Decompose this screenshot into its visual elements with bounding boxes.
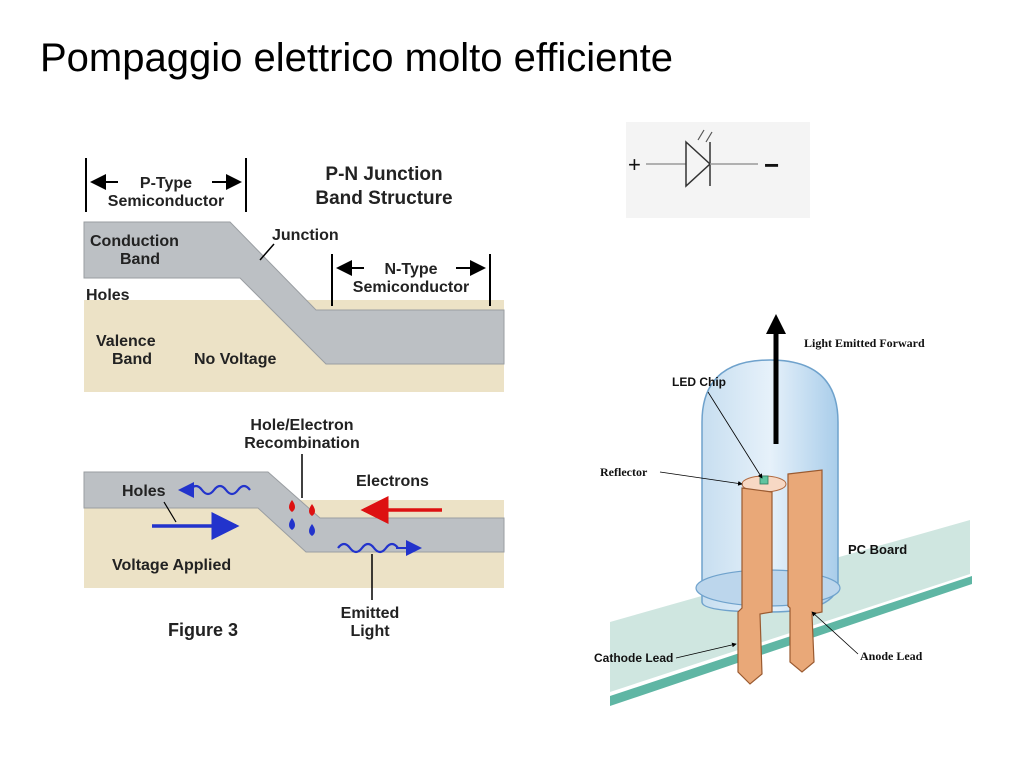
slide-title: Pompaggio elettrico molto efficiente <box>40 36 673 80</box>
pn-junction-band-diagram: P-Type Semiconductor P-N Junction Band S… <box>83 158 505 640</box>
emitted-light-wave <box>337 542 399 554</box>
p-type-label: P-Type <box>140 175 192 192</box>
n-type-semiconductor-label: Semiconductor <box>353 279 469 296</box>
conduction-band-label-2: Band <box>120 251 160 268</box>
holes-bottom-label: Holes <box>122 483 166 500</box>
p-type-bracket <box>85 158 247 212</box>
valence-band-label-2: Band <box>112 351 152 368</box>
light-emitted-label: Light Emitted Forward <box>804 336 925 350</box>
valence-band-label: Valence <box>96 333 156 350</box>
holes-wave <box>189 484 251 496</box>
top-conduction-band <box>83 221 505 365</box>
recombination-particles <box>289 500 315 536</box>
minus-sign: − <box>764 150 779 180</box>
led-chip-die <box>759 475 769 485</box>
led-chip-label: LED Chip <box>672 375 726 389</box>
emitted-light-label-2: Light <box>350 623 390 640</box>
band-structure-title-line1: P-N Junction <box>325 164 442 185</box>
junction-label: Junction <box>272 227 339 244</box>
recombination-label-2: Recombination <box>244 435 360 452</box>
anode-lead-label: Anode Lead <box>860 649 923 663</box>
voltage-applied-label: Voltage Applied <box>112 557 231 574</box>
band-structure-title-line2: Band Structure <box>315 188 452 209</box>
recombination-label: Hole/Electron <box>250 417 353 434</box>
figure-caption: Figure 3 <box>168 620 238 640</box>
led-construction-diagram: Light Emitted Forward LED Chip Reflector… <box>594 314 972 706</box>
electrons-label: Electrons <box>356 473 429 490</box>
cathode-lead-label: Cathode Lead <box>594 651 673 665</box>
plus-sign: + <box>628 152 641 177</box>
pc-board-label: PC Board <box>848 542 907 557</box>
conduction-band-label: Conduction <box>90 233 179 250</box>
reflector-label: Reflector <box>600 465 648 479</box>
no-voltage-label: No Voltage <box>194 351 276 368</box>
holes-pointer <box>163 501 177 523</box>
emitted-light-label: Emitted <box>341 605 400 622</box>
cathode-lead <box>737 487 773 685</box>
n-type-label: N-Type <box>384 261 437 278</box>
junction-pointer <box>259 243 275 261</box>
led-circuit-symbol: + − <box>626 122 810 218</box>
p-type-semiconductor-label: Semiconductor <box>108 193 224 210</box>
n-type-bracket <box>331 254 491 306</box>
holes-top-label: Holes <box>86 287 130 304</box>
anode-lead <box>787 469 823 673</box>
